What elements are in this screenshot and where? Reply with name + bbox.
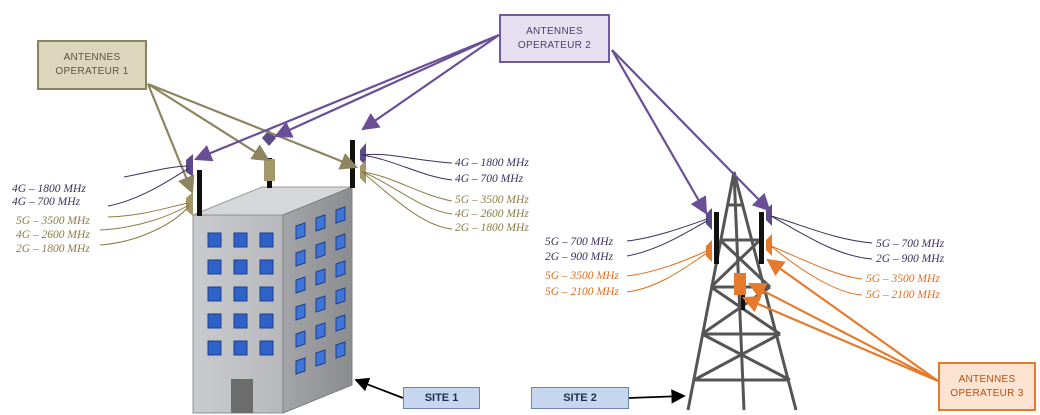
antenna-orange (766, 234, 772, 256)
freq-label: 2G – 900 MHz (545, 251, 614, 263)
op2-arrows (193, 33, 771, 215)
freq-label: 4G – 1800 MHz (455, 157, 529, 169)
site1-left-curves (99, 165, 190, 246)
building-window (315, 214, 326, 232)
freq-label: 5G – 2100 MHz (545, 286, 619, 298)
operator-2-box: ANTENNES OPERATEUR 2 (499, 14, 610, 63)
building-window (335, 314, 346, 332)
operator-3-line1: ANTENNES (958, 373, 1016, 385)
operator-1-line1: ANTENNES (63, 52, 121, 63)
site2-left-curves (626, 218, 708, 293)
building-door (231, 379, 253, 413)
building-window (335, 206, 346, 224)
building-window (233, 286, 248, 302)
antenna-olive (186, 192, 193, 216)
building-window (295, 276, 306, 294)
site2-right-curves (770, 215, 873, 296)
building-window (335, 260, 346, 278)
building-window (233, 313, 248, 329)
building-window (207, 259, 222, 275)
building-window (207, 313, 222, 329)
operator-1-line2: OPERATEUR 1 (55, 66, 129, 77)
operator-3-box: ANTENNES OPERATEUR 3 (938, 362, 1036, 411)
building-window (259, 259, 274, 275)
building-window (315, 268, 326, 286)
op1-arrows (146, 82, 359, 195)
building-window (335, 341, 346, 359)
freq-label: 4G – 2600 MHz (16, 229, 90, 241)
antenna-orange (734, 273, 746, 295)
building-window (335, 233, 346, 251)
freq-label: 4G – 1800 MHz (12, 183, 86, 195)
operator-2-line1: ANTENNES (526, 25, 583, 37)
building-window (295, 249, 306, 267)
operator-3-line2: OPERATEUR 3 (950, 387, 1024, 399)
antenna-purple (706, 208, 712, 230)
pole (197, 170, 202, 216)
building-window (259, 313, 274, 329)
building-window (315, 349, 326, 367)
building-window (259, 286, 274, 302)
building-window (335, 287, 346, 305)
building-window (207, 286, 222, 302)
freq-label: 5G – 3500 MHz (545, 270, 619, 282)
building-window (233, 232, 248, 248)
freq-label: 5G – 700 MHz (545, 236, 614, 248)
building-window (295, 222, 306, 240)
freq-label: 2G – 1800 MHz (16, 243, 90, 255)
antenna-purple (186, 154, 193, 177)
freq-label: 5G – 3500 MHz (866, 273, 940, 285)
building-window (295, 330, 306, 348)
building-window (295, 357, 306, 375)
freq-label: 4G – 2600 MHz (455, 208, 529, 220)
pole (714, 212, 719, 264)
building-window (233, 340, 248, 356)
tower-site2 (686, 171, 798, 411)
freq-label: 5G – 3500 MHz (16, 215, 90, 227)
building-side-windows (295, 206, 346, 375)
building-site1 (192, 186, 353, 414)
building-front-windows (207, 232, 274, 356)
freq-label: 5G – 3500 MHz (455, 194, 529, 206)
operator-2-line2: OPERATEUR 2 (517, 39, 592, 51)
freq-label: 4G – 700 MHz (455, 173, 524, 185)
site-arrows (354, 377, 686, 404)
site-1-label: SITE 1 (403, 387, 480, 409)
building-window (207, 340, 222, 356)
pole (759, 212, 764, 264)
building-window (315, 322, 326, 340)
building-window (259, 232, 274, 248)
antenna-orange (706, 240, 712, 262)
building-window (259, 340, 274, 356)
building-window (315, 295, 326, 313)
freq-label: 5G – 700 MHz (876, 238, 945, 250)
building-window (315, 241, 326, 259)
building-window (233, 259, 248, 275)
site1-right-curves (361, 153, 453, 230)
freq-label: 2G – 1800 MHz (455, 222, 529, 234)
building-window (295, 303, 306, 321)
site-2-label: SITE 2 (531, 387, 629, 409)
building-window (207, 232, 222, 248)
operator-1-box: ANTENNES OPERATEUR 1 (37, 40, 147, 90)
freq-label: 5G – 2100 MHz (866, 289, 940, 301)
op3-arrows (741, 258, 939, 383)
antenna-olive (264, 159, 275, 181)
freq-label: 2G – 900 MHz (876, 253, 945, 265)
freq-label: 4G – 700 MHz (12, 196, 81, 208)
